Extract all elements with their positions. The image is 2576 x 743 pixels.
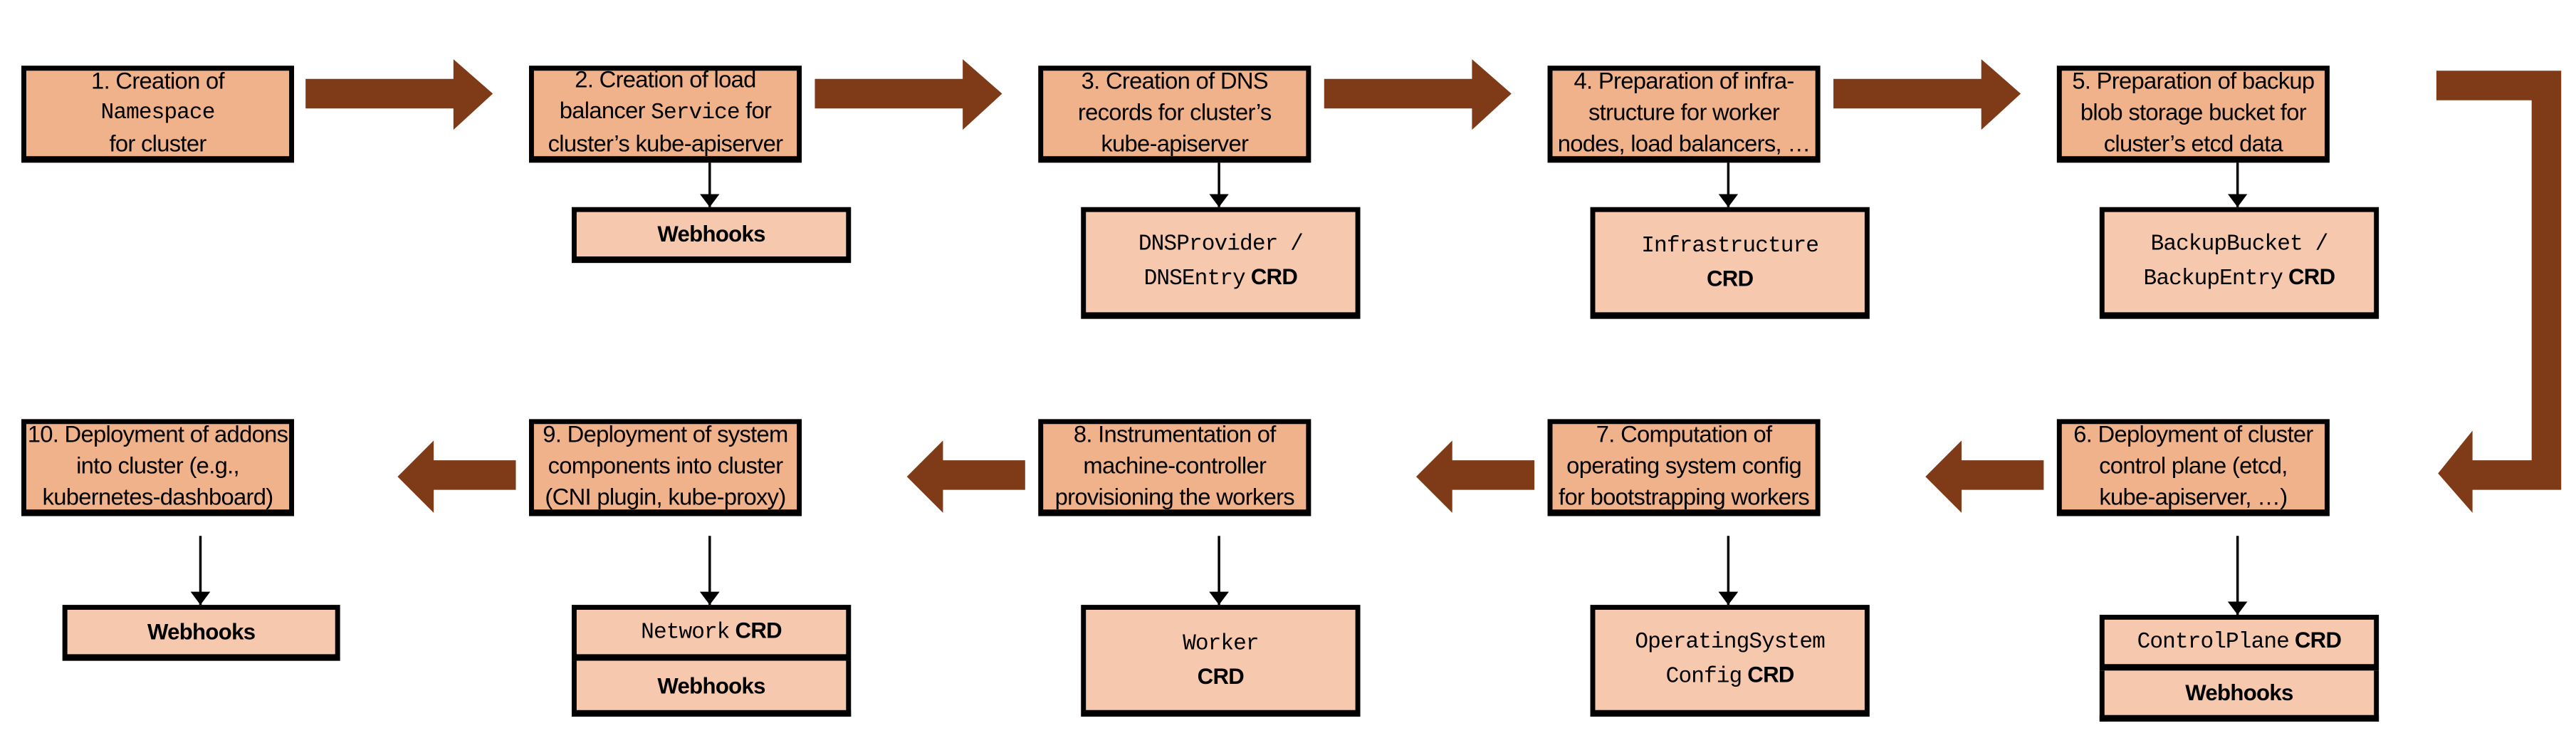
resource-code: Worker — [1183, 632, 1260, 657]
resource-code: BackupEntry — [2143, 266, 2283, 292]
step-9-box: 9. Deployment of system components into … — [528, 419, 802, 516]
step-4-infrastructure-crd: Infrastructure CRD — [1590, 207, 1870, 319]
resource-code: ControlPlane — [2137, 631, 2290, 656]
network-crd: Network CRD — [571, 605, 852, 661]
step-title: balancer Service for — [559, 97, 772, 130]
flow-arrow-right — [815, 59, 1002, 130]
step-title: 7. Computation of — [1596, 421, 1772, 448]
resource-label: Webhooks — [2185, 680, 2293, 705]
step-title: structure for worker — [1588, 99, 1780, 126]
step-title-code: Namespace — [100, 100, 216, 126]
step-8-worker-crd: Worker CRD — [1081, 605, 1361, 717]
controlplane-crd: ControlPlane CRD — [2099, 614, 2379, 671]
resource-label: CRD — [2288, 628, 2342, 653]
resource-code: Config — [1665, 665, 1743, 690]
step-title: 2. Creation of load — [575, 67, 756, 94]
flow-arrow-left — [906, 440, 1025, 513]
step-6-box: 6. Deployment of cluster control plane (… — [2056, 419, 2330, 516]
resource-code: Network — [641, 621, 730, 646]
step-title: provisioning the workers — [1054, 484, 1295, 511]
step-title: for cluster — [109, 130, 206, 157]
flow-arrow-right — [305, 59, 493, 130]
step-9-resources: Network CRD Webhooks — [571, 605, 852, 717]
step-title: 4. Preparation of infra- — [1574, 68, 1795, 95]
step-2-box: 2. Creation of load balancer Service for… — [528, 66, 802, 163]
resource-label: Webhooks — [147, 619, 256, 645]
resource-label: CRD — [2283, 264, 2335, 289]
resource-label: Webhooks — [657, 672, 765, 698]
resource-label: CRD — [1742, 661, 1794, 687]
resource-line: DNSEntry CRD — [1144, 261, 1298, 295]
step-10-webhooks: Webhooks — [62, 605, 340, 661]
flow-arrow-right — [1324, 59, 1512, 130]
step-title: cluster’s kube-apiserver — [548, 131, 783, 158]
step-title: records for cluster’s — [1077, 99, 1272, 126]
step-title: cluster’s etcd data — [2103, 130, 2283, 157]
step-title: 9. Deployment of system — [543, 421, 788, 448]
step-title: for bootstrapping workers — [1559, 484, 1810, 511]
resource-label: CRD — [1706, 265, 1754, 291]
resource-line: ControlPlane CRD — [2137, 625, 2342, 659]
resource-label: CRD — [729, 618, 782, 643]
step-1-box: 1. Creation of Namespace for cluster — [21, 66, 295, 163]
step-title: into cluster (e.g., — [76, 452, 240, 479]
step-8-box: 8. Instrumentation of machine-controller… — [1038, 419, 1311, 516]
flow-arrow-right — [1833, 59, 2021, 130]
step-title: 6. Deployment of cluster — [2073, 421, 2313, 448]
step-title: blob storage bucket for — [2080, 99, 2307, 126]
step-7-osc-crd: OperatingSystem Config CRD — [1590, 605, 1870, 717]
resource-line: BackupEntry CRD — [2143, 261, 2336, 295]
step-title: 10. Deployment of addons — [27, 421, 288, 448]
step-title: operating system config — [1566, 452, 1802, 479]
step-title: 3. Creation of DNS — [1081, 68, 1269, 95]
step-title: kube-apiserver — [1101, 130, 1249, 157]
resource-line: Config CRD — [1665, 658, 1795, 692]
step-title: kubernetes-dashboard) — [42, 484, 274, 511]
step-3-dns-crd: DNSProvider / DNSEntry CRD — [1081, 207, 1361, 319]
step-5-box: 5. Preparation of backup blob storage bu… — [2056, 66, 2330, 163]
resource-code: BackupBucket / — [2150, 232, 2329, 258]
flow-arrow-left — [397, 440, 516, 513]
flow-arrow-left — [1925, 440, 2044, 513]
resource-code: OperatingSystem — [1635, 630, 1825, 655]
text: balancer — [559, 98, 651, 125]
step-title: 8. Instrumentation of — [1073, 421, 1277, 448]
step-6-webhooks: Webhooks — [2099, 670, 2379, 722]
step-title: components into cluster — [548, 452, 784, 479]
step-title: machine-controller — [1083, 452, 1267, 479]
step-6-resources: ControlPlane CRD Webhooks — [2099, 614, 2379, 722]
step-4-box: 4. Preparation of infra- structure for w… — [1547, 66, 1821, 163]
resource-line: Network CRD — [641, 615, 782, 649]
resource-code: DNSProvider / — [1138, 232, 1304, 258]
step-title: control plane (etcd, — [2099, 452, 2288, 479]
flow-arrow-left — [1415, 440, 1535, 513]
step-title: 5. Preparation of backup — [2072, 68, 2315, 95]
step-title: (CNI plugin, kube-proxy) — [545, 484, 786, 511]
flow-arrow-down-left — [2436, 71, 2562, 513]
resource-code: DNSEntry — [1143, 266, 1246, 292]
step-5-backup-crd: BackupBucket / BackupEntry CRD — [2099, 207, 2379, 319]
code-text: Service — [651, 102, 740, 127]
step-7-box: 7. Computation of operating system confi… — [1547, 419, 1821, 516]
text: for — [739, 98, 772, 125]
step-title: kube-apiserver, …) — [2099, 484, 2288, 511]
resource-label: Webhooks — [657, 222, 765, 247]
step-3-box: 3. Creation of DNS records for cluster’s… — [1038, 66, 1311, 163]
step-title: nodes, load balancers, … — [1557, 130, 1811, 157]
step-9-webhooks: Webhooks — [571, 660, 852, 717]
resource-label: CRD — [1197, 663, 1245, 688]
resource-code: Infrastructure — [1641, 234, 1819, 259]
step-title: 1. Creation of — [91, 68, 225, 95]
resource-label: CRD — [1245, 264, 1298, 289]
step-2-webhooks: Webhooks — [571, 207, 852, 264]
step-10-box: 10. Deployment of addons into cluster (e… — [21, 419, 295, 516]
